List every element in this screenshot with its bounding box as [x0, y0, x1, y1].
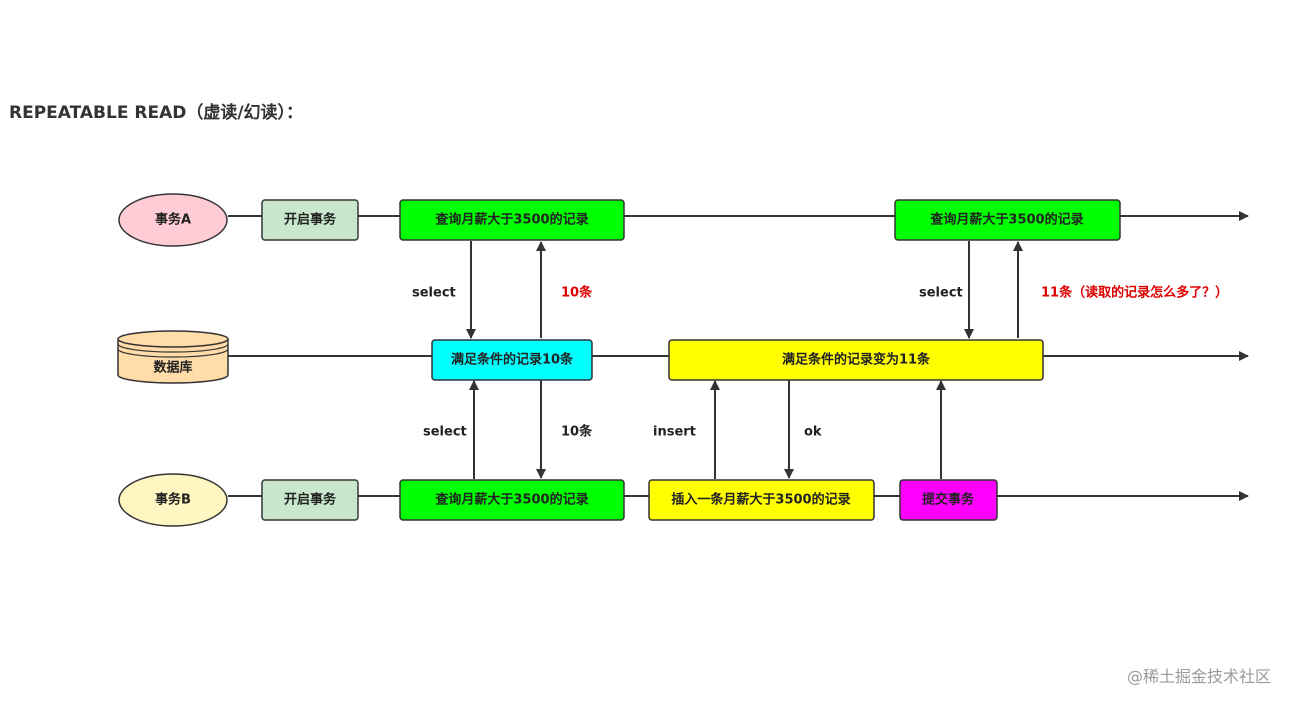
a-query-label-2: 查询月薪大于3500的记录: [929, 212, 1083, 228]
edge-label-b-select: select: [423, 425, 467, 440]
edge-label-b-result: 10条: [561, 424, 593, 440]
watermark: @稀土掘金技术社区: [1127, 667, 1272, 686]
b-commit-box: 提交事务: [899, 479, 998, 521]
a-begin-label: 开启事务: [284, 212, 337, 228]
a-query-label-1: 查询月薪大于3500的记录: [434, 212, 588, 228]
b-insert-label: 插入一条月薪大于3500的记录: [671, 492, 850, 508]
b-commit-label: 提交事务: [922, 492, 975, 508]
edge-label-a-select-1: select: [412, 286, 456, 301]
db-records-10-box: 满足条件的记录10条: [431, 339, 593, 381]
lane-b-label: 事务B: [155, 492, 191, 508]
edge-label-a-select-2: select: [919, 286, 963, 301]
edge-label-a-result-2: 11条（读取的记录怎么多了？）: [1041, 285, 1228, 301]
lane-a-label: 事务A: [155, 212, 191, 228]
edge-label-b-ok: ok: [804, 425, 822, 440]
a-query-box-2: 查询月薪大于3500的记录: [894, 199, 1121, 241]
db-records-10-label: 满足条件的记录10条: [451, 352, 574, 368]
db-records-11-box: 满足条件的记录变为11条: [668, 339, 1044, 381]
b-query-box: 查询月薪大于3500的记录: [399, 479, 625, 521]
lane-b-ellipse: 事务B: [118, 473, 228, 527]
db-records-11-label: 满足条件的记录变为11条: [782, 352, 931, 368]
database-cylinder: 数据库: [117, 330, 229, 384]
b-query-label: 查询月薪大于3500的记录: [434, 492, 588, 508]
database-label: 数据库: [153, 360, 192, 376]
b-begin-box: 开启事务: [261, 479, 359, 521]
b-insert-box: 插入一条月薪大于3500的记录: [648, 479, 875, 521]
lane-a-ellipse: 事务A: [118, 193, 228, 247]
a-query-box-1: 查询月薪大于3500的记录: [399, 199, 625, 241]
b-begin-label: 开启事务: [284, 492, 337, 508]
edge-label-a-result-1: 10条: [561, 285, 593, 301]
a-begin-box: 开启事务: [261, 199, 359, 241]
page-title: REPEATABLE READ（虚读/幻读）：: [9, 103, 304, 123]
edge-label-b-insert: insert: [653, 425, 696, 440]
